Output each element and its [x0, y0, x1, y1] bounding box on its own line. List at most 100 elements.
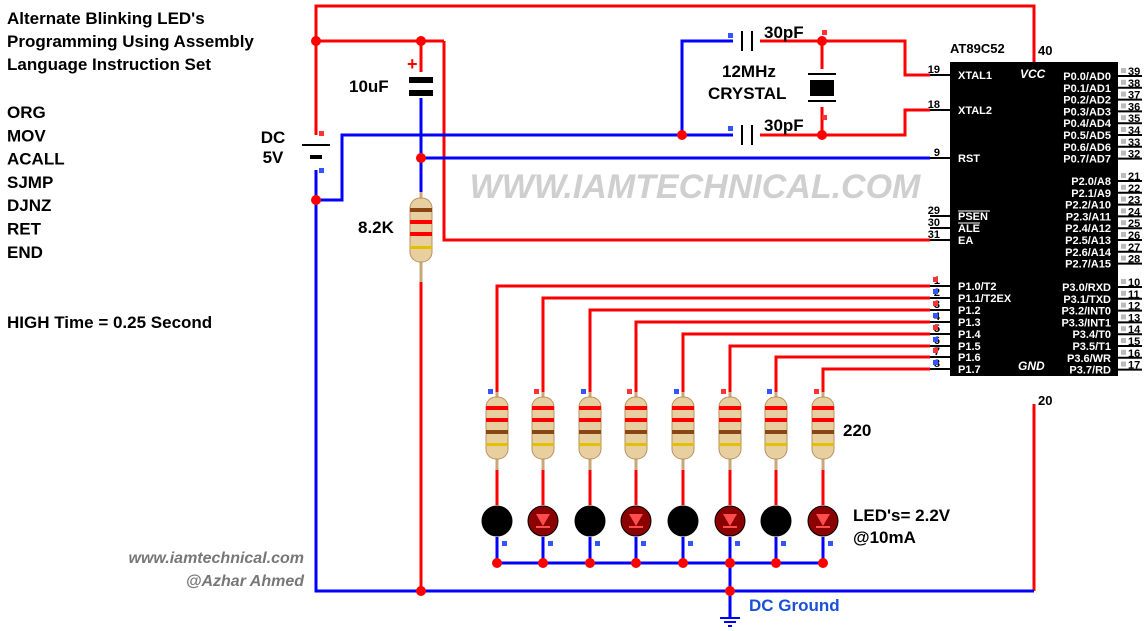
ic-pin-number: 23 [1128, 195, 1140, 207]
cap-top-label: 30pF [764, 23, 804, 42]
pin-marker [1121, 208, 1126, 214]
pin-marker [1121, 79, 1126, 85]
capacitor-10uf-icon [409, 77, 433, 96]
ic-pin-number: 17 [1128, 360, 1140, 372]
ic-pin-number: 22 [1128, 183, 1140, 195]
ic-pin-name: XTAL1 [958, 70, 992, 82]
ic-pin-name: P0.6/AD6 [1063, 142, 1111, 154]
ic-pin-name: P0.7/AD7 [1063, 154, 1111, 166]
ic-pin-number: 30 [928, 217, 940, 229]
pin-marker [1121, 150, 1126, 156]
crystal-label-frequency: 12MHz [722, 62, 776, 81]
junction-dot [771, 558, 781, 568]
credit-author: @Azhar Ahmed [186, 573, 305, 590]
ic-pin-10: 10 P3.0/RXD [1062, 277, 1142, 294]
ic-vcc-pin-number: 40 [1038, 43, 1052, 58]
ic-pin-number: 24 [1128, 206, 1141, 218]
ic-pin-number: 21 [1128, 171, 1140, 183]
pin-marker [1121, 361, 1126, 367]
cap-bottom-label: 30pF [764, 116, 804, 135]
battery-label-voltage: 5V [263, 148, 284, 167]
led-off-icon [574, 505, 606, 537]
pin-marker [581, 389, 586, 394]
pin-marker [933, 360, 938, 365]
pin-marker [933, 289, 938, 294]
ic-pin-name: P1.3 [958, 317, 981, 329]
pin-marker [728, 33, 733, 38]
pin-marker [767, 389, 772, 394]
ic-pin-number: 12 [1128, 301, 1140, 313]
pin-marker [721, 389, 726, 394]
pin-marker [933, 337, 938, 342]
led-channel-3 [574, 389, 606, 563]
ic-pin-number: 13 [1128, 312, 1140, 324]
ic-pin-name: P2.7/A15 [1065, 259, 1111, 271]
ic-pin-name: EA [958, 235, 973, 247]
title-line-2: Programming Using Assembly [7, 32, 254, 51]
instruction-end: END [7, 243, 43, 262]
led-channel-1 [481, 389, 513, 563]
crystal-label-name: CRYSTAL [708, 84, 786, 103]
instruction-acall: ACALL [7, 150, 65, 169]
ic-pin-name: P2.5/A13 [1065, 235, 1111, 247]
junction-dot [677, 130, 687, 140]
ic-pin-name: P3.6/WR [1067, 353, 1111, 365]
pin-marker [1121, 279, 1126, 284]
port-wire [495, 284, 930, 395]
pin-marker [933, 313, 938, 318]
vcc-wires [314, 4, 1036, 591]
ic-pin-name: PSEN [958, 211, 988, 223]
ic-pin-name: RST [958, 153, 980, 165]
led-channel-7 [760, 389, 792, 563]
pin-marker [1121, 232, 1126, 237]
pin-marker [933, 325, 938, 330]
ic-pin-number: 32 [1128, 149, 1140, 161]
ic-pin-number: 28 [1128, 254, 1140, 266]
pin-marker [1121, 115, 1126, 121]
ic-pin-number: 25 [1128, 218, 1140, 230]
ic-pin-number: 36 [1128, 101, 1140, 113]
ic-pin-name: P3.1/TXD [1063, 294, 1111, 306]
ic-pin-name: P0.3/AD3 [1063, 106, 1111, 118]
title-line-3: Language Instruction Set [7, 55, 211, 74]
pin-marker [534, 389, 539, 394]
ic-pin-28: 28 P2.7/A15 [1065, 254, 1142, 271]
ic-pins: 19XTAL118XTAL29RST29PSEN30ALE31EA1P1.0/T… [928, 64, 1142, 377]
pin-marker [1121, 314, 1126, 320]
ic-pin-name: P3.0/RXD [1062, 282, 1111, 294]
ic-name: AT89C52 [950, 41, 1005, 56]
pin-marker [1121, 68, 1126, 73]
crystal-cap-bottom-icon [733, 125, 753, 145]
pin-marker [1121, 184, 1126, 190]
ic-pin-name: P1.5 [958, 341, 981, 353]
ic-pin-number: 10 [1128, 277, 1140, 289]
ic-gnd-label: GND [1018, 359, 1045, 373]
pin-marker [822, 115, 827, 120]
junction-dot [585, 558, 595, 568]
pin-marker [735, 541, 740, 546]
led-channel-2 [527, 389, 559, 563]
ic-pin-number: 35 [1128, 113, 1140, 125]
port-wire [588, 308, 930, 395]
pin-marker [595, 541, 600, 546]
ic-pin-5: 5P1.4 [930, 323, 982, 341]
ic-pin-name: P1.6 [958, 352, 981, 364]
ground-rail [314, 170, 1034, 593]
ic-pin-number: 39 [1128, 66, 1140, 78]
xtal1-wire [760, 39, 930, 77]
pin-marker [488, 389, 493, 394]
junction-dot [678, 558, 688, 568]
led-channel-6 [714, 389, 746, 563]
